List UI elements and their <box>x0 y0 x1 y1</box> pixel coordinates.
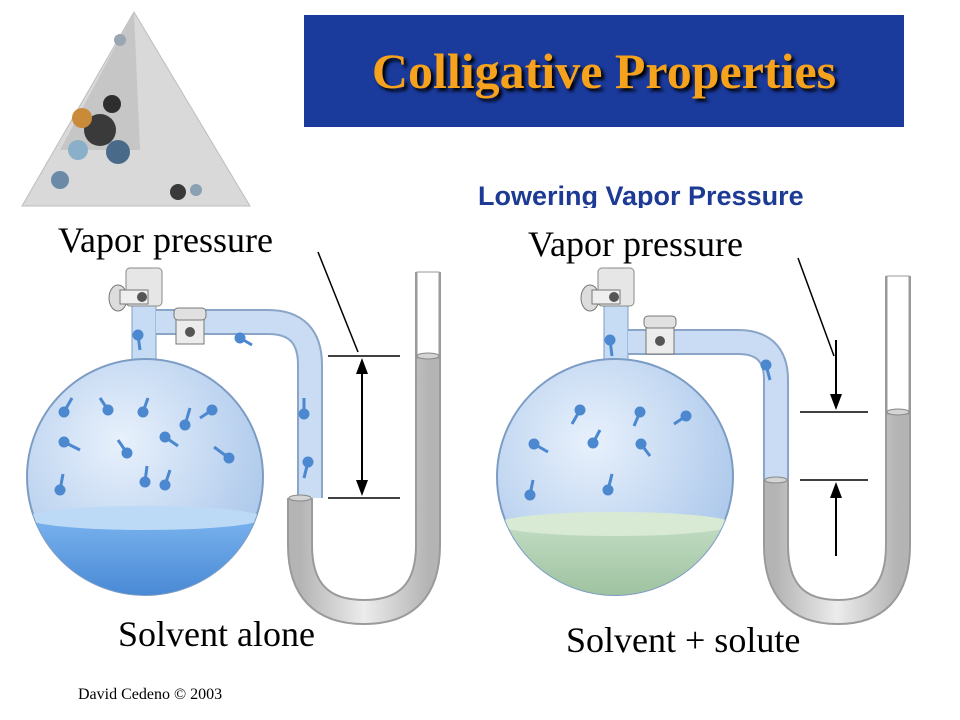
title-banner: Colligative Properties <box>304 15 904 127</box>
left-caption: Solvent alone <box>118 614 315 654</box>
footer-copyright: David Cedeno © 2003 <box>78 686 223 703</box>
right-apparatus <box>496 257 911 626</box>
right-vapor-pressure-label: Vapor pressure <box>528 224 743 264</box>
slide-subtitle: Lowering Vapor Pressure <box>478 181 804 208</box>
slide-title: Colligative Properties <box>371 43 837 99</box>
logo-triangle <box>21 11 251 207</box>
right-caption: Solvent + solute <box>566 620 800 660</box>
left-vapor-pressure-label: Vapor pressure <box>58 220 273 260</box>
left-apparatus <box>26 251 441 626</box>
